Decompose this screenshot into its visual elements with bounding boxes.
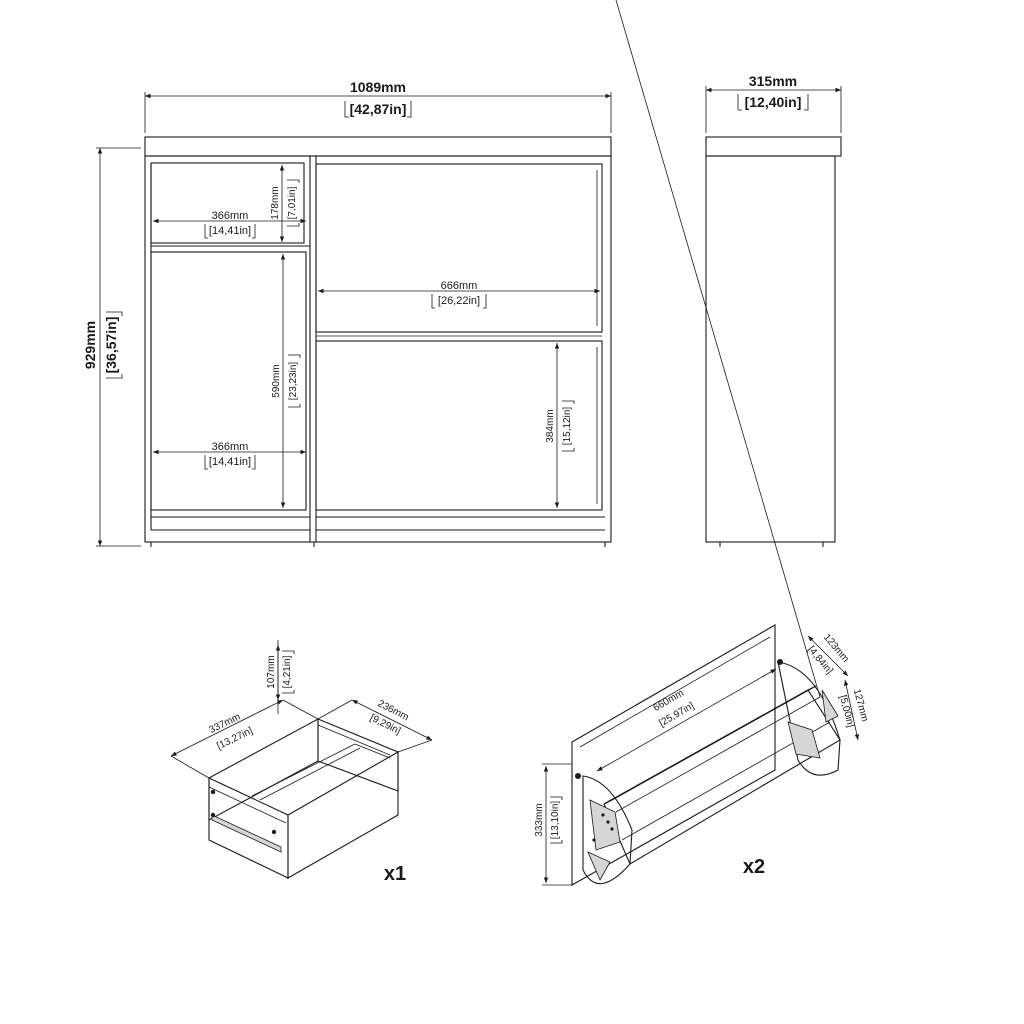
drawer-illustration: 107mm [4,21in] 337mm [13,27in] 236mm [9,…: [170, 640, 433, 885]
door-width-in: [14,41in]: [209, 456, 251, 468]
shoe-height-in: [13,10in]: [550, 801, 561, 840]
overall-width-in: [42,87in]: [350, 101, 407, 117]
top-shelf-height-mm: 178mm: [270, 186, 281, 219]
side-depth-mm: 315mm: [749, 73, 797, 89]
drawer-front-panel: [287, 751, 399, 879]
drawer-height-in: [4,21in]: [282, 655, 293, 688]
side-top-board: [705, 136, 842, 157]
lower-flap-door: [315, 340, 603, 511]
front-view: 1089mm [42,87in] 929mm [36,57in] 178mm […: [82, 79, 612, 547]
top-shelf-height-in: [7,01in]: [287, 186, 298, 219]
top-shelf-opening: [150, 162, 305, 244]
shoe-compartment-illustration: 660mm [25,97in] 333mm [13,10in] 123mm [4…: [534, 0, 870, 886]
left-door: [150, 251, 307, 511]
side-body: [705, 155, 836, 543]
flap-height-in: [15,12in]: [562, 407, 573, 446]
cabinet-body: [144, 155, 612, 543]
flap-width-mm: 666mm: [441, 280, 478, 292]
door-height-in: [23,23in]: [288, 362, 299, 401]
shoe-height-mm: 333mm: [534, 803, 545, 836]
flap-width-in: [26,22in]: [438, 295, 480, 307]
upper-flap-door: [315, 163, 603, 333]
overall-height-in: [36,57in]: [103, 317, 119, 374]
door-height-mm: 590mm: [271, 364, 282, 397]
top-shelf-width-in: [14,41in]: [209, 225, 251, 237]
overall-width-mm: 1089mm: [350, 79, 406, 95]
drawer-height-mm: 107mm: [266, 655, 277, 688]
top-shelf-width-mm: 366mm: [212, 210, 249, 222]
drawer-quantity: x1: [384, 863, 406, 885]
door-width-mm: 366mm: [212, 441, 249, 453]
flap-height-mm: 384mm: [545, 409, 556, 442]
side-view: 315mm [12,40in]: [705, 73, 842, 547]
overall-height-mm: 929mm: [82, 321, 98, 369]
shoe-quantity: x2: [743, 856, 765, 878]
cabinet-top-board: [144, 136, 612, 157]
side-depth-in: [12,40in]: [745, 94, 802, 110]
